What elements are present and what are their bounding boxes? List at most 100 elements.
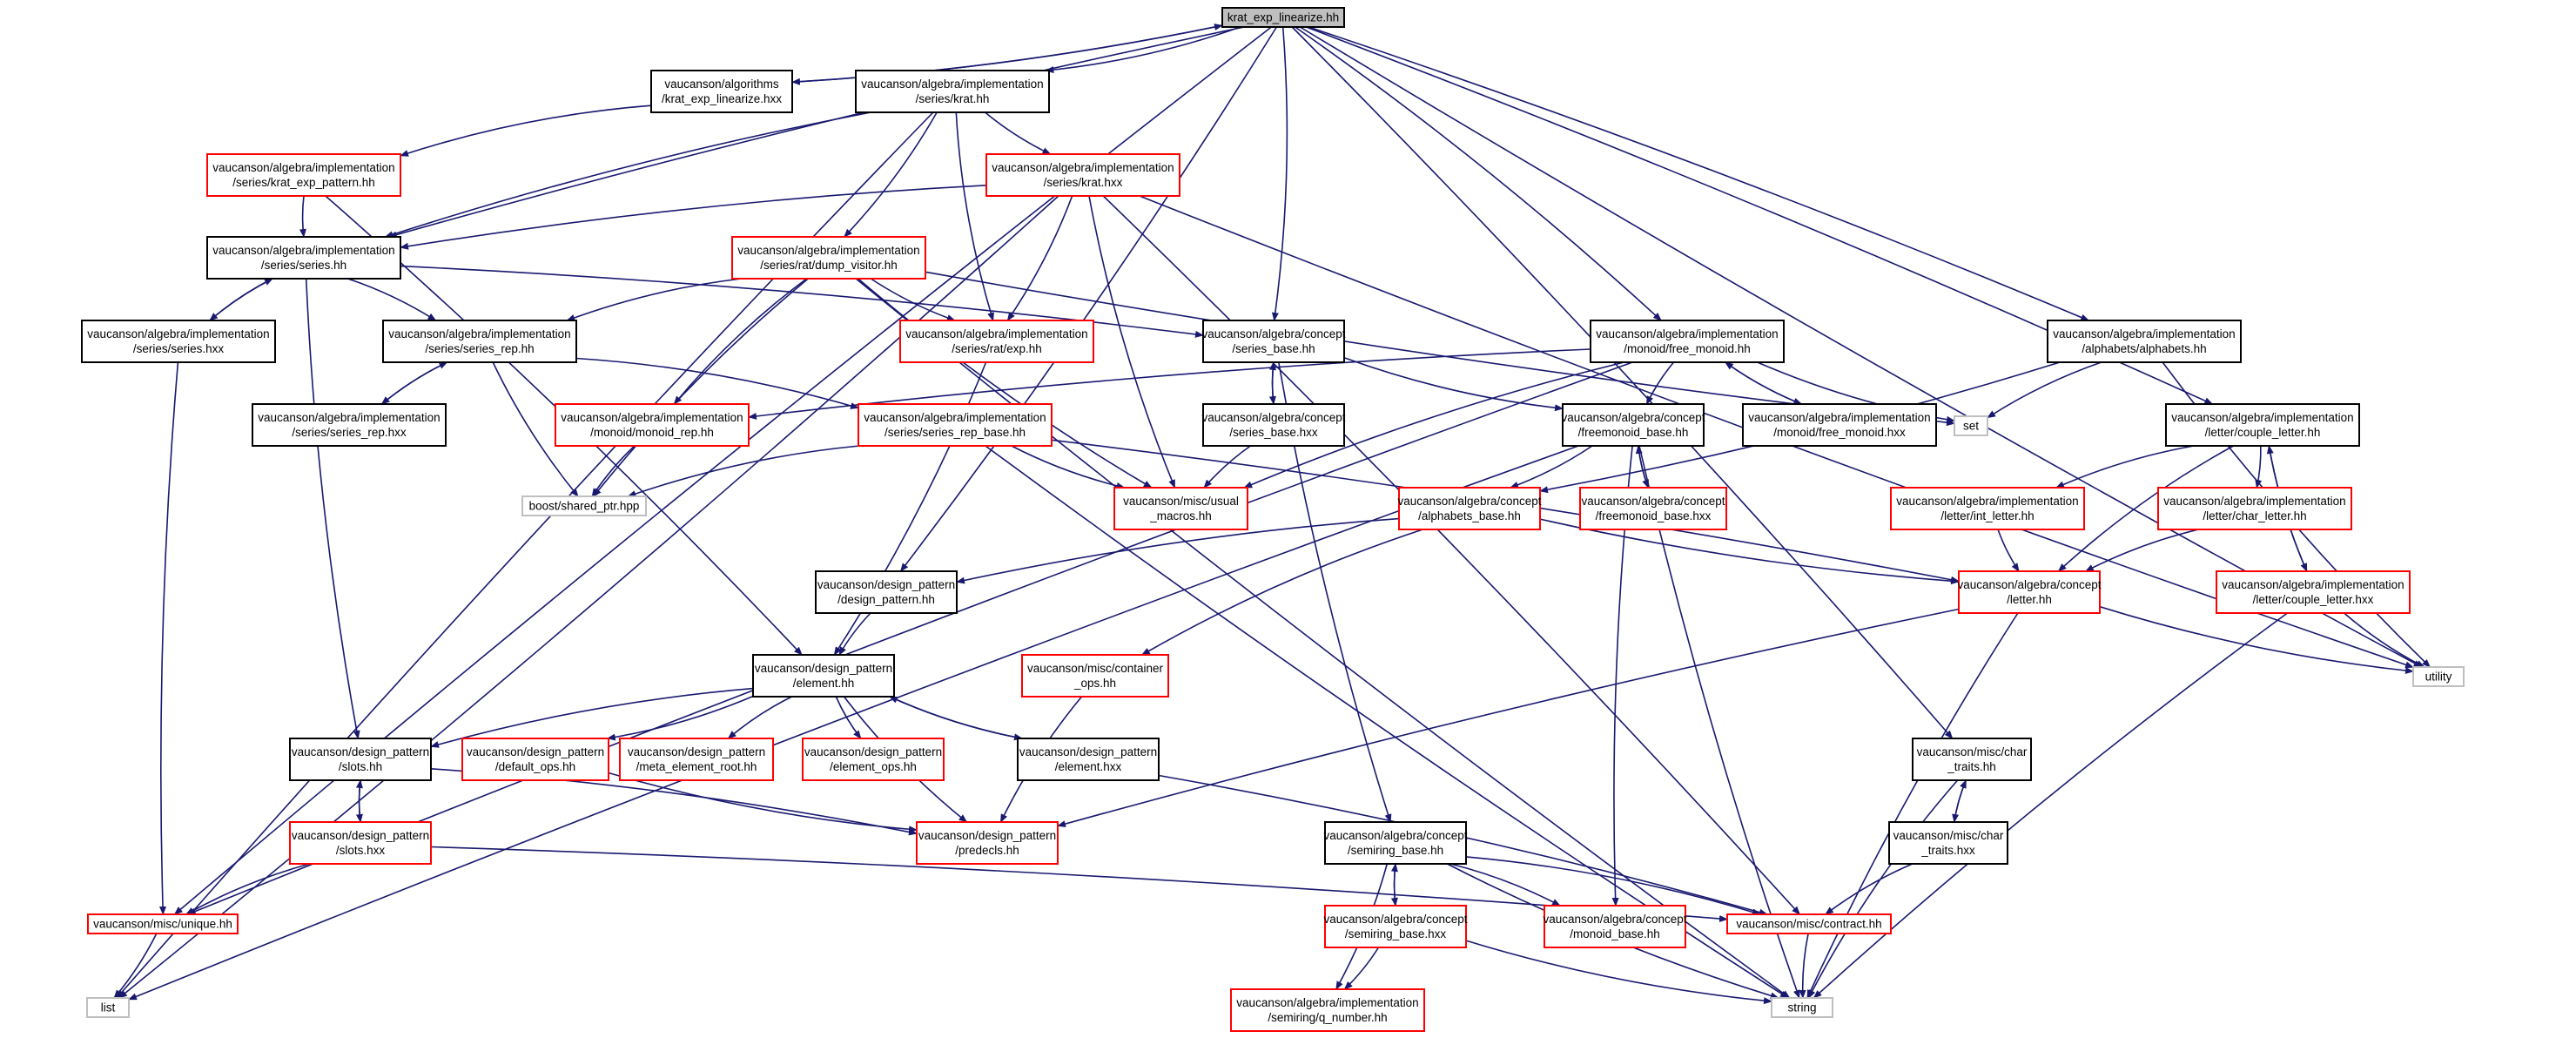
edge-dump_visitor-to-usual_macros <box>858 278 1153 489</box>
node-monoid-base[interactable]: vaucanson/algebra/concept/monoid_base.hh <box>1543 905 1687 948</box>
node-concept-series-base-hxx[interactable]: vaucanson/algebra/concept/series_base.hx… <box>1201 403 1346 447</box>
node-contract-hh[interactable]: vaucanson/misc/contract.hh <box>1726 913 1892 934</box>
node-couple-letter-hh[interactable]: vaucanson/algebra/implementation/letter/… <box>2165 403 2360 447</box>
node-label: /series/rat/dump_visitor.hh <box>760 259 898 272</box>
edge-semiring_base_hxx-to-q_number <box>1343 947 1380 990</box>
node-slots-hh[interactable]: vaucanson/design_pattern/slots.hh <box>289 738 432 781</box>
node-box <box>1954 415 1988 436</box>
node-char-traits-hh[interactable]: vaucanson/misc/char_traits.hh <box>1912 738 2032 781</box>
node-alphabets-hh[interactable]: vaucanson/algebra/implementation/alphabe… <box>2047 320 2242 363</box>
node-series-rep-base[interactable]: vaucanson/algebra/implementation/series/… <box>858 403 1053 447</box>
node-char-letter[interactable]: vaucanson/algebra/implementation/letter/… <box>2157 487 2352 530</box>
node-label: /letter/couple_letter.hxx <box>2253 593 2374 606</box>
node-box <box>87 913 239 934</box>
node-element-hh[interactable]: vaucanson/design_pattern/element.hh <box>752 654 895 698</box>
edge-alphabets_hh-to-set <box>1987 361 2102 419</box>
node-usual-macros[interactable]: vaucanson/misc/usual_macros.hh <box>1113 487 1248 530</box>
node-box <box>1230 988 1425 1032</box>
node-series-series-hxx[interactable]: vaucanson/algebra/implementation/series/… <box>81 320 276 363</box>
node-design-pattern-hh[interactable]: vaucanson/design_pattern/design_pattern.… <box>815 570 958 614</box>
node-box <box>1771 997 1833 1018</box>
node-semiring-base-hh[interactable]: vaucanson/algebra/concept/semiring_base.… <box>1323 821 1468 865</box>
edge-couple_letter_hh-to-int_letter <box>2055 445 2195 489</box>
nodes-layer: krat_exp_linearize.hh vaucanson/algorithm… <box>81 7 2465 1032</box>
node-label: vaucanson/misc/char <box>1893 829 2004 842</box>
node-label: vaucanson/algebra/implementation <box>1896 495 2078 508</box>
node-label: vaucanson/algebra/implementation <box>212 244 394 257</box>
node-label: string <box>1787 1001 1816 1014</box>
node-rat-exp[interactable]: vaucanson/algebra/implementation/series/… <box>899 320 1094 363</box>
node-couple-letter-hxx[interactable]: vaucanson/algebra/implementation/letter/… <box>2216 570 2411 614</box>
node-slots-hxx[interactable]: vaucanson/design_pattern/slots.hxx <box>289 821 432 865</box>
node-concept-series-base[interactable]: vaucanson/algebra/concept/series_base.hh <box>1201 320 1346 363</box>
node-impl-series-krat-hh[interactable]: vaucanson/algebra/implementation/series/… <box>855 70 1050 113</box>
edge-impl_series_krat_hh-to-series_krat_hxx <box>984 111 1052 155</box>
node-shared-ptr[interactable]: boost/shared_ptr.hpp <box>521 495 647 516</box>
node-container-ops[interactable]: vaucanson/misc/container_ops.hh <box>1021 654 1169 698</box>
edge-series_krat_hxx-to-usual_macros <box>1088 195 1176 489</box>
node-predecls[interactable]: vaucanson/design_pattern/predecls.hh <box>916 821 1059 865</box>
node-alphabets-base[interactable]: vaucanson/algebra/concept/alphabets_base… <box>1397 487 1542 530</box>
edge-dump_visitor-to-shared_ptr <box>593 278 809 497</box>
node-free-monoid-hxx[interactable]: vaucanson/algebra/implementation/monoid/… <box>1742 403 1937 447</box>
node-series-rep-hxx[interactable]: vaucanson/algebra/implementation/series/… <box>252 403 447 447</box>
node-box <box>1958 570 2101 614</box>
node-freemonoid-base-hxx[interactable]: vaucanson/algebra/concept/freemonoid_bas… <box>1579 487 1727 530</box>
edge-alphabets_base-to-letter_hh <box>1539 518 1960 585</box>
node-int-letter[interactable]: vaucanson/algebra/implementation/letter/… <box>1890 487 2085 530</box>
node-string[interactable]: string <box>1771 997 1833 1018</box>
node-box <box>1021 654 1169 698</box>
node-box <box>752 654 895 698</box>
node-series-series-hh[interactable]: vaucanson/algebra/implementation/series/… <box>206 236 401 280</box>
edge-algo_krat_exp_lin-to-root <box>791 24 1223 84</box>
node-default-ops[interactable]: vaucanson/design_pattern/default_ops.hh <box>461 738 609 781</box>
node-label: /series_base.hh <box>1232 342 1315 355</box>
node-label: vaucanson/design_pattern <box>467 745 604 758</box>
edge-int_letter-to-letter_hh <box>1997 529 2020 572</box>
edge-unique_hh-to-list <box>113 933 158 999</box>
node-label: /monoid/free_monoid.hxx <box>1773 426 1906 439</box>
node-q-number[interactable]: vaucanson/algebra/implementation/semirin… <box>1230 988 1425 1032</box>
node-label: vaucanson/algebra/implementation <box>905 327 1087 340</box>
node-free-monoid-hh[interactable]: vaucanson/algebra/implementation/monoid/… <box>1590 320 1785 363</box>
node-element-hxx[interactable]: vaucanson/design_pattern/element.hxx <box>1017 738 1160 781</box>
node-monoid-rep[interactable]: vaucanson/algebra/implementation/monoid/… <box>555 403 750 447</box>
node-krat-exp-pattern[interactable]: vaucanson/algebra/implementation/series/… <box>206 153 401 197</box>
node-meta-element-root[interactable]: vaucanson/design_pattern/meta_element_ro… <box>619 738 774 781</box>
edge-element_hh-to-slots_hh <box>430 687 754 748</box>
node-utility[interactable]: utility <box>2412 666 2465 687</box>
node-label: boost/shared_ptr.hpp <box>529 499 640 512</box>
node-box <box>1726 913 1892 934</box>
edge-free_monoid_hh-to-usual_macros <box>1243 361 1624 489</box>
node-label: _ops.hh <box>1073 677 1116 690</box>
edge-series_rep_hxx-to-series_rep_hh <box>380 361 448 405</box>
node-char-traits-hxx[interactable]: vaucanson/misc/char_traits.hxx <box>1888 821 2008 865</box>
edge-series_rep_base-to-shared_ptr <box>627 445 860 497</box>
node-label: /freemonoid_base.hxx <box>1596 509 1712 522</box>
edge-char_traits_hh-to-string <box>1807 779 1959 999</box>
node-label: vaucanson/algorithms <box>664 78 779 91</box>
node-semiring-base-hxx[interactable]: vaucanson/algebra/concept/semiring_base.… <box>1323 905 1468 948</box>
node-list[interactable]: list <box>86 997 130 1018</box>
node-algo-krat-exp-lin[interactable]: vaucanson/algorithms/krat_exp_linearize.… <box>650 70 793 113</box>
edge-default_ops-to-predecls <box>608 772 918 833</box>
node-label: vaucanson/misc/char <box>1917 745 2028 758</box>
edge-series_series_hh-to-series_rep_hh <box>347 278 437 321</box>
edge-couple_letter_hh-to-char_letter <box>2255 445 2263 489</box>
node-box <box>289 821 432 865</box>
node-set[interactable]: set <box>1954 415 1988 436</box>
node-series-krat-hxx[interactable]: vaucanson/algebra/implementation/series/… <box>985 153 1180 197</box>
node-series-rep-hh[interactable]: vaucanson/algebra/implementation/series/… <box>382 320 577 363</box>
node-freemonoid-base-hh[interactable]: vaucanson/algebra/concept/freemonoid_bas… <box>1561 403 1705 447</box>
node-letter-hh[interactable]: vaucanson/algebra/concept/letter.hh <box>1957 570 2102 614</box>
node-box <box>731 236 926 280</box>
edge-root-to-free_monoid_hh <box>1295 26 1662 321</box>
node-label: vaucanson/algebra/implementation <box>2222 578 2404 591</box>
edge-element_hh-to-element_hxx <box>889 696 1023 741</box>
node-element-ops[interactable]: vaucanson/design_pattern/element_ops.hh <box>802 738 945 781</box>
node-unique-hh[interactable]: vaucanson/misc/unique.hh <box>87 913 239 934</box>
node-dump-visitor[interactable]: vaucanson/algebra/implementation/series/… <box>731 236 926 280</box>
edge-couple_letter_hxx-to-string <box>1813 612 2288 999</box>
node-root[interactable]: krat_exp_linearize.hh <box>1221 7 1345 28</box>
node-box <box>650 70 793 113</box>
